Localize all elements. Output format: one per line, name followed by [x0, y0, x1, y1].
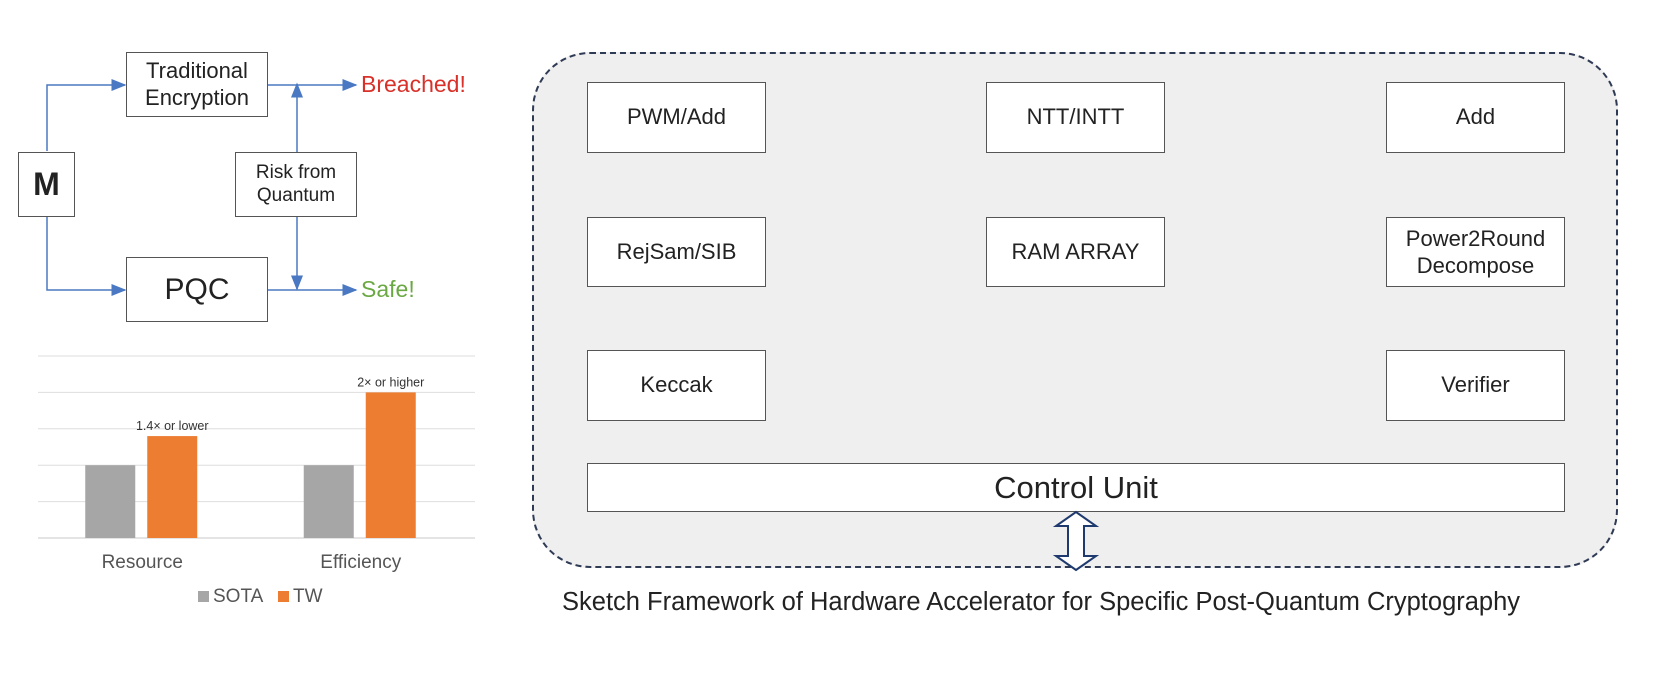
legend-swatch-tw: [278, 591, 289, 602]
data-label-resource: 1.4× or lower: [136, 419, 209, 433]
module-ram-array: RAM ARRAY: [986, 217, 1165, 287]
arrow-m-to-traditional: [46, 79, 127, 151]
module-ntt-intt-label: NTT/INTT: [1026, 104, 1125, 130]
module-ntt-intt: NTT/INTT: [986, 82, 1165, 153]
bar-sota-efficiency: [303, 465, 354, 538]
module-pwm-add-label: PWM/Add: [626, 104, 727, 130]
pqc-label: PQC: [164, 272, 230, 306]
legend-label-tw: TW: [293, 586, 323, 607]
accelerator-caption: Sketch Framework of Hardware Accelerator…: [562, 588, 1521, 616]
module-verifier: Verifier: [1386, 350, 1565, 421]
safe-label: Safe!: [361, 276, 415, 302]
bar-tw-resource: [147, 436, 198, 538]
module-keccak: Keccak: [587, 350, 766, 421]
message-label: M: [33, 166, 60, 203]
module-power2round-decompose-label: Power2Round Decompose: [1405, 225, 1546, 279]
bar-sota-resource: [85, 465, 136, 538]
risk-from-quantum-label: Risk from Quantum: [255, 161, 337, 206]
bar-tw-efficiency: [365, 392, 416, 538]
module-power2round-decompose: Power2Round Decompose: [1386, 217, 1565, 287]
module-add-label: Add: [1455, 104, 1496, 130]
control-unit-label: Control Unit: [994, 469, 1158, 505]
module-keccak-label: Keccak: [640, 372, 713, 398]
risk-from-quantum-box: Risk from Quantum: [235, 152, 357, 217]
flow-connectors: [46, 79, 358, 296]
legend-swatch-sota: [198, 591, 209, 602]
module-ram-array-label: RAM ARRAY: [1011, 238, 1140, 264]
module-verifier-label: Verifier: [1441, 372, 1510, 398]
data-label-efficiency: 2× or higher: [357, 375, 424, 389]
io-double-arrow-icon: [1052, 510, 1100, 572]
module-rejsam-sib: RejSam/SIB: [587, 217, 766, 287]
breached-label: Breached!: [361, 71, 466, 97]
module-pwm-add: PWM/Add: [587, 82, 766, 153]
category-label-resource: Resource: [102, 552, 183, 573]
legend-label-sota: SOTA: [213, 586, 264, 607]
category-label-efficiency: Efficiency: [320, 552, 401, 573]
traditional-encryption-label: Traditional Encryption: [145, 58, 249, 110]
arrow-m-to-pqc: [46, 217, 127, 296]
module-rejsam-sib-label: RejSam/SIB: [616, 238, 737, 264]
control-unit-bar: Control Unit: [587, 463, 1565, 512]
module-add: Add: [1386, 82, 1565, 153]
traditional-encryption-box: Traditional Encryption: [126, 52, 268, 117]
pqc-box: PQC: [126, 257, 268, 322]
message-box: M: [18, 152, 75, 217]
